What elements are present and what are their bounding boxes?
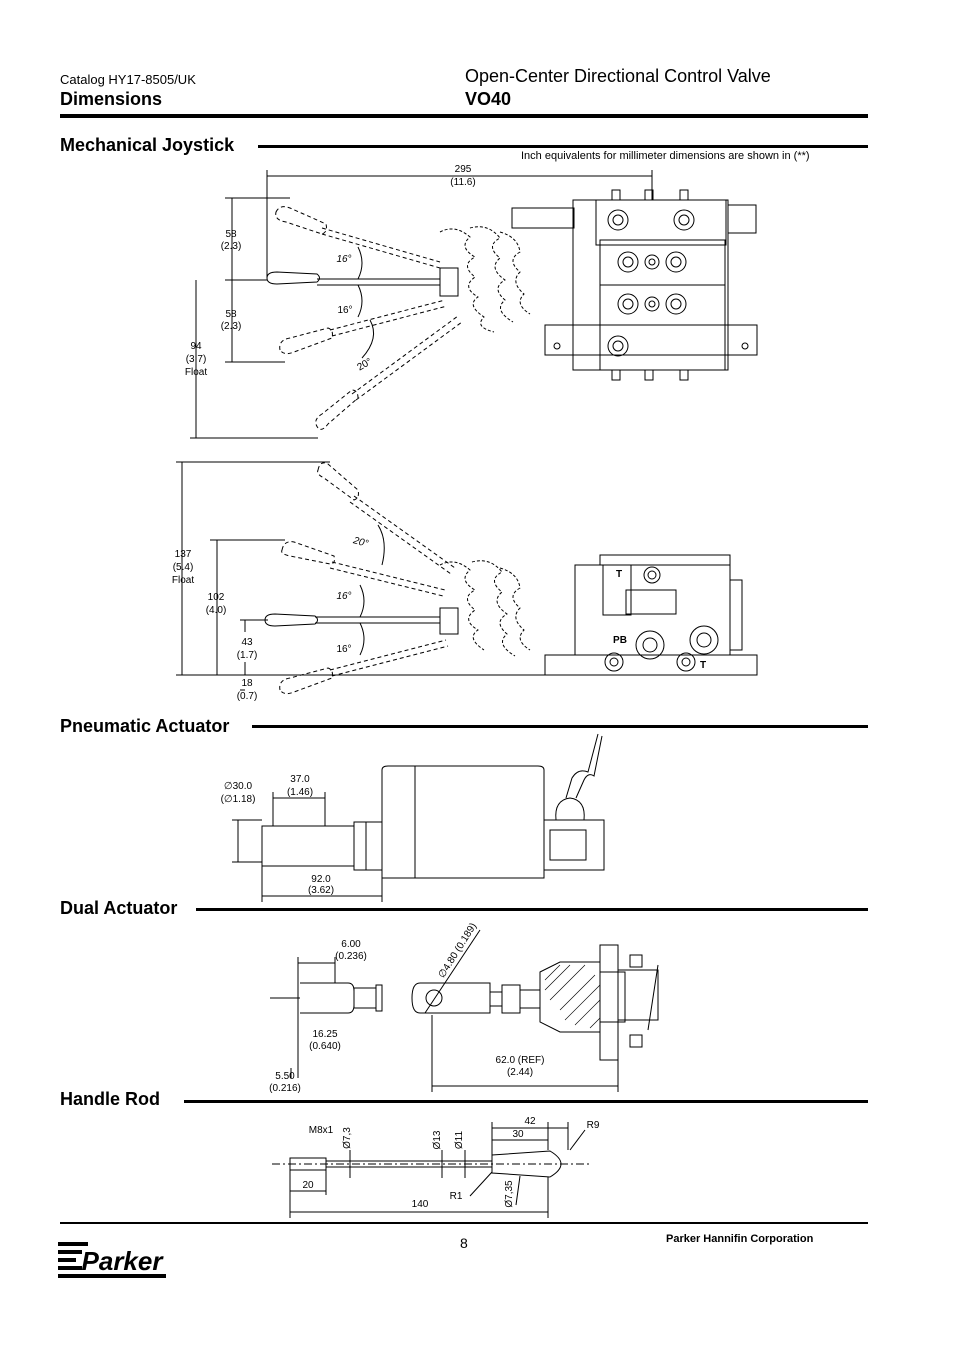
pneumatic-drawing: [232, 733, 605, 902]
dim-295: 295: [455, 164, 472, 175]
dual-actuator-drawing: [270, 929, 659, 1092]
angle-side-1: 20°: [351, 535, 369, 550]
section-heading-pneumatic: Pneumatic Actuator: [60, 716, 240, 737]
dim-37: 37.0: [290, 774, 310, 785]
dim-dia30-in: (∅1.18): [221, 794, 256, 805]
section-heading-dual: Dual Actuator: [60, 898, 188, 919]
section-heading-rod: Handle Rod: [60, 1089, 171, 1110]
port-t2-label: T: [700, 660, 706, 671]
dim-94-in: (3.7): [186, 354, 207, 365]
dim-62: 62.0 (REF): [496, 1055, 545, 1066]
angle-side-3: 16°: [336, 644, 351, 655]
rod-d735: Ø7,35: [504, 1180, 515, 1208]
rod-20: 20: [302, 1180, 314, 1191]
dim-92-in: (3.62): [308, 885, 334, 896]
rod-42: 42: [524, 1116, 536, 1127]
dim-18: 18: [241, 678, 253, 689]
angle-top-1: 16°: [336, 254, 351, 265]
dim-58-down: 58: [225, 309, 237, 320]
port-t-label: T: [616, 569, 622, 580]
joystick-rule: [258, 145, 868, 148]
dim-18-in: (0.7): [237, 691, 258, 702]
dim-102: 102: [208, 592, 225, 603]
dim-16-in: (0.640): [309, 1041, 341, 1052]
rod-d11: Ø11: [454, 1130, 465, 1149]
corporation-name: Parker Hannifin Corporation: [666, 1233, 814, 1245]
dim-102-in: (4.0): [206, 605, 227, 616]
dim-5-5-in: (0.216): [269, 1083, 301, 1094]
dim-295-in: (11.6): [450, 177, 475, 188]
dim-137-float: Float: [172, 575, 194, 586]
angle-top-3: 20°: [355, 356, 374, 373]
dim-94: 94: [190, 341, 202, 352]
joystick-top-drawing: [190, 170, 758, 439]
dim-137: 137: [175, 549, 192, 560]
model-title: VO40: [465, 89, 512, 109]
dim-137-in: (5.4): [173, 562, 194, 573]
rod-30: 30: [512, 1129, 524, 1140]
rod-140: 140: [412, 1199, 429, 1210]
joystick-side-drawing: [176, 461, 758, 695]
parker-logo: Parker: [58, 1236, 166, 1278]
angle-top-2: 16°: [337, 305, 352, 316]
header-rule: [60, 114, 868, 118]
rod-r1: R1: [450, 1191, 463, 1202]
dim-58-up: 58: [225, 229, 237, 240]
dim-dia30: ∅30.0: [224, 781, 253, 792]
rod-rule: [184, 1100, 868, 1103]
angle-side-2: 16°: [336, 591, 351, 602]
dim-6-in: (0.236): [335, 951, 367, 962]
logo-wordmark: Parker: [82, 1246, 165, 1276]
inch-note: Inch equivalents for millimeter dimensio…: [521, 150, 810, 162]
dim-16: 16.25: [312, 1029, 337, 1040]
dim-92: 92.0: [311, 874, 331, 885]
handle-rod-drawing: [272, 1122, 590, 1218]
port-pb-label: PB: [613, 635, 627, 646]
catalog-number: Catalog HY17-8505/UK: [60, 72, 196, 87]
dim-pin: ∅4.80 (0.189): [437, 921, 480, 980]
dim-6: 6.00: [341, 939, 361, 950]
rod-r9: R9: [587, 1120, 600, 1131]
dim-94-float: Float: [185, 367, 207, 378]
dual-rule: [196, 908, 868, 911]
page-number: 8: [460, 1235, 468, 1251]
section-heading-joystick: Mechanical Joystick: [60, 135, 245, 156]
rod-thread: M8x1: [309, 1125, 334, 1136]
dim-37-in: (1.46): [287, 787, 313, 798]
section-title: Dimensions: [60, 89, 163, 109]
dim-62-in: (2.44): [507, 1067, 533, 1078]
dim-58-up-in: (2.3): [221, 241, 242, 252]
rod-d13: Ø13: [432, 1130, 443, 1149]
dim-58-down-in: (2.3): [221, 321, 242, 332]
dim-5-5: 5.50: [275, 1071, 295, 1082]
footer-rule: [60, 1222, 868, 1224]
pneumatic-rule: [252, 725, 868, 728]
dim-43: 43: [241, 637, 253, 648]
dim-43-in: (1.7): [237, 650, 258, 661]
rod-d73: Ø7,3: [342, 1127, 353, 1149]
product-title: Open-Center Directional Control Valve: [465, 66, 771, 86]
